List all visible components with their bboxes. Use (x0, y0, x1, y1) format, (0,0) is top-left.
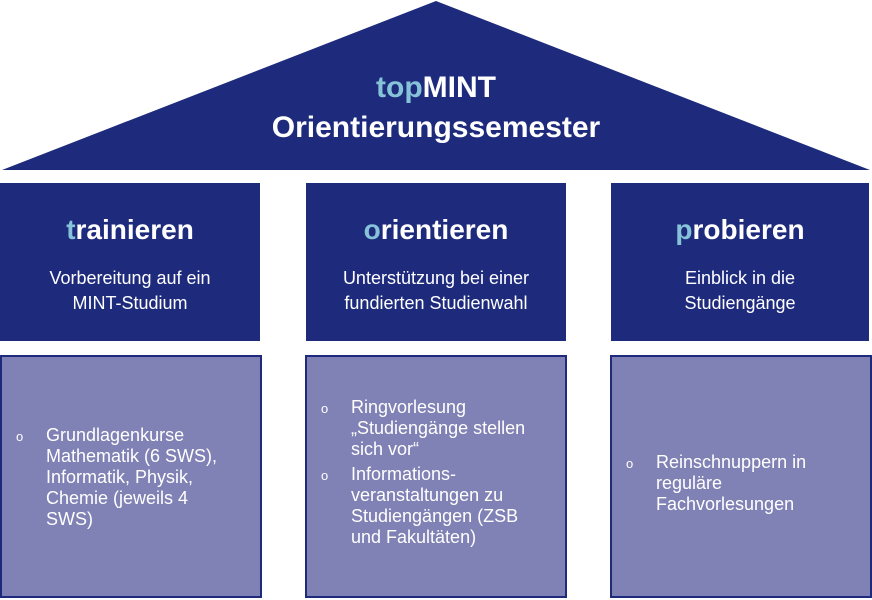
roof-title-accent: top (376, 71, 423, 104)
list-item: o Ringvorlesung „Studiengänge stellen si… (307, 397, 565, 460)
box-trainieren: o Grundlagenkurse Mathematik (6 SWS), In… (0, 355, 262, 598)
pillar-subtitle: Einblick in die Studiengänge (611, 266, 869, 316)
pillar-subtitle: Unterstützung bei einer fundierten Studi… (306, 266, 566, 316)
list-item: o Informations- veranstaltungen zu Studi… (307, 464, 565, 548)
list-item: o Reinschnuppern in reguläre Fachvorlesu… (612, 452, 870, 515)
list-item-line: sich vor“ (351, 439, 420, 459)
pillar-heading-accent: p (675, 214, 693, 245)
list-item-line: Grundlagenkurse (46, 425, 185, 445)
roof-subtitle: Orientierungssemester (271, 111, 601, 144)
pillar-subtitle-line: MINT-Studium (72, 293, 188, 313)
pillar-subtitle-line: Vorbereitung auf ein (49, 268, 211, 288)
list-item-line: und Fakultäten) (351, 527, 477, 547)
roof-shape (2, 1, 870, 170)
pillar-heading-accent: o (363, 214, 381, 245)
bullet-circle-icon: o (16, 429, 24, 444)
bullet-circle-icon: o (321, 401, 329, 416)
pillar-subtitle-line: fundierten Studienwahl (344, 293, 528, 313)
pillar-heading-rest: robieren (692, 214, 805, 245)
pillar-subtitle: Vorbereitung auf ein MINT-Studium (0, 266, 260, 316)
pillar-probieren: probieren Einblick in die Studiengänge (611, 183, 869, 341)
bullet-circle-icon: o (321, 468, 329, 483)
pillar-heading-accent: t (66, 214, 76, 245)
box-probieren: o Reinschnuppern in reguläre Fachvorlesu… (610, 355, 872, 598)
list-item-line: Informations- (351, 464, 457, 484)
bullet-list: o Grundlagenkurse Mathematik (6 SWS), In… (2, 425, 260, 534)
list-item-line: Chemie (jeweils 4 (46, 488, 189, 508)
list-item-line: Informatik, Physik, (46, 467, 194, 487)
roof-title-rest: MINT (422, 71, 496, 104)
list-item-line: Fachvorlesungen (656, 494, 795, 514)
pillar-subtitle-line: Einblick in die (684, 268, 796, 288)
pillar-heading: probieren (611, 213, 869, 247)
list-item-line: reguläre (656, 473, 723, 493)
pillar-heading-rest: rientieren (380, 214, 509, 245)
list-item-line: „Studiengänge stellen (351, 418, 526, 438)
bullet-circle-icon: o (626, 456, 634, 471)
bullet-list: o Reinschnuppern in reguläre Fachvorlesu… (612, 452, 870, 519)
pillar-orientieren: orientieren Unterstützung bei einer fund… (306, 183, 566, 341)
list-item-line: Mathematik (6 SWS), (46, 446, 218, 466)
pillar-heading: trainieren (0, 213, 260, 247)
bullet-list: o Ringvorlesung „Studiengänge stellen si… (307, 397, 565, 552)
pillar-trainieren: trainieren Vorbereitung auf ein MINT-Stu… (0, 183, 260, 341)
list-item-line: Ringvorlesung (351, 397, 467, 417)
pillar-subtitle-line: Studiengänge (684, 293, 796, 313)
list-item: o Grundlagenkurse Mathematik (6 SWS), In… (2, 425, 260, 530)
roof-title: topMINT (0, 70, 872, 106)
list-item-line: Studiengängen (ZSB (351, 506, 519, 526)
roof-triangle (2, 1, 870, 170)
box-orientieren: o Ringvorlesung „Studiengänge stellen si… (305, 355, 567, 598)
pillar-subtitle-line: Unterstützung bei einer (342, 268, 530, 288)
list-item-line: Reinschnuppern in (656, 452, 807, 472)
pillar-heading: orientieren (306, 213, 566, 247)
list-item-line: SWS) (46, 509, 93, 529)
pillar-heading-rest: rainieren (75, 214, 194, 245)
list-item-line: veranstaltungen zu (351, 485, 504, 505)
